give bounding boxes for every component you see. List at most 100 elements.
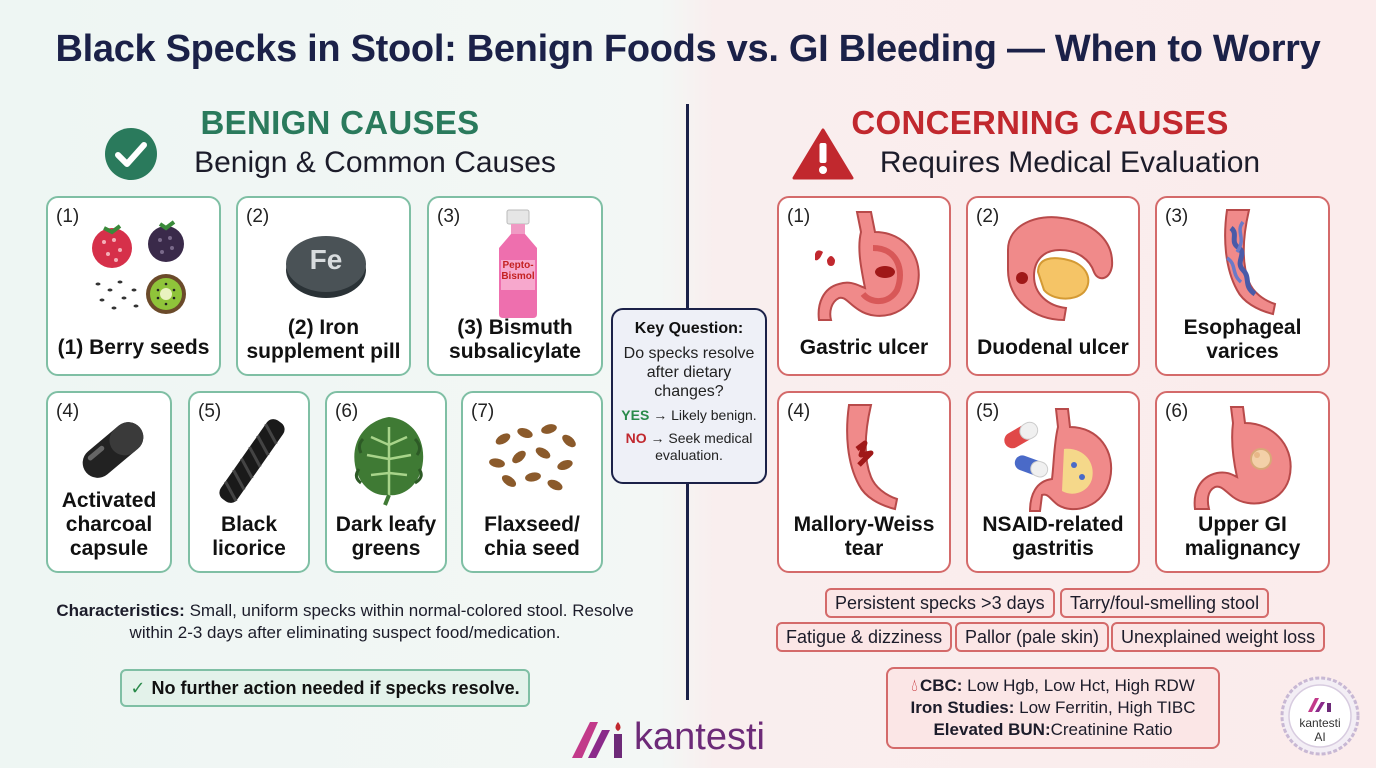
berries-icon bbox=[92, 220, 186, 314]
card-number: (5) bbox=[198, 401, 222, 422]
benign-card-charcoal: (4) Activated charcoal capsule bbox=[46, 391, 172, 573]
card-number: (6) bbox=[335, 401, 359, 422]
check-circle-icon bbox=[105, 128, 157, 180]
benign-card-flaxseed: (7) Flaxseed/ chia seed bbox=[461, 391, 603, 573]
key-question-no: NO → Seek medical evaluation. bbox=[613, 430, 765, 464]
lab-cbc-line: 💧︎CBC: Low Hgb, Low Hct, High RDW bbox=[888, 675, 1218, 697]
licorice-icon bbox=[219, 419, 285, 503]
card-label: Upper GI malignancy bbox=[1184, 513, 1301, 560]
concern-card-malignancy: (6) Upper GI malignancy bbox=[1155, 391, 1330, 573]
card-number: (2) bbox=[976, 206, 1000, 227]
cbc-label: CBC: bbox=[919, 676, 963, 695]
lab-findings-box: 💧︎CBC: Low Hgb, Low Hct, High RDW Iron S… bbox=[886, 667, 1220, 749]
ai-badge: kantesti AI bbox=[1280, 676, 1360, 756]
card-number: (7) bbox=[471, 401, 495, 422]
page-title: Black Specks in Stool: Benign Foods vs. … bbox=[55, 28, 1321, 70]
benign-card-licorice: (5) Black licorice bbox=[188, 391, 310, 573]
iron-text: Low Ferritin, High TIBC bbox=[1019, 698, 1196, 717]
card-number: (3) bbox=[437, 206, 461, 227]
characteristics-text: Characteristics: Small, uniform specks w… bbox=[40, 600, 650, 644]
characteristics-label: Characteristics: bbox=[56, 601, 185, 620]
esophagus-varices-icon bbox=[1224, 209, 1277, 316]
card-number: (2) bbox=[246, 206, 270, 227]
benign-card-bismuth: (3) Pepto-Bismol (3) Bismuth subsalicyla… bbox=[427, 196, 603, 376]
card-number: (6) bbox=[1165, 401, 1189, 422]
yes-label: YES bbox=[621, 407, 650, 423]
charcoal-capsule-icon bbox=[82, 422, 144, 478]
card-label: Black licorice bbox=[212, 513, 286, 560]
concerning-subtitle: Requires Medical Evaluation bbox=[879, 146, 1261, 179]
pill-text: Fe bbox=[309, 244, 343, 275]
symptom-tag: Pallor (pale skin) bbox=[955, 622, 1110, 652]
benign-title: BENIGN CAUSES bbox=[200, 104, 480, 141]
card-label: Activated charcoal capsule bbox=[61, 489, 157, 560]
iron-pill-icon bbox=[286, 236, 366, 298]
characteristics-body: Small, uniform specks within normal-colo… bbox=[129, 601, 634, 642]
benign-card-leafy-greens: (6) Dark leafy greens bbox=[325, 391, 447, 573]
bun-label: Elevated BUN: bbox=[933, 720, 1051, 739]
key-question-title: Key Question: bbox=[634, 320, 744, 337]
no-action-banner: ✓No further action needed if specks reso… bbox=[120, 669, 530, 707]
warning-triangle-icon bbox=[792, 128, 854, 180]
card-number: (4) bbox=[787, 401, 811, 422]
brand-logo: kantesti bbox=[570, 716, 820, 762]
card-label: (1) Berry seeds bbox=[57, 336, 210, 359]
stomach-tumor-icon bbox=[1193, 406, 1292, 510]
card-label: Flaxseed/ chia seed bbox=[484, 513, 580, 560]
card-number: (5) bbox=[976, 401, 1000, 422]
yes-text: → Likely benign. bbox=[653, 407, 757, 423]
iron-label: Iron Studies: bbox=[910, 698, 1015, 717]
cbc-text: Low Hgb, Low Hct, High RDW bbox=[967, 676, 1195, 695]
concern-card-duodenal-ulcer: (2) Duodenal ulcer bbox=[966, 196, 1140, 376]
bun-text: Creatinine Ratio bbox=[1050, 720, 1173, 739]
flaxseed-icon bbox=[489, 424, 576, 491]
no-text: → Seek medical evaluation. bbox=[650, 430, 753, 463]
no-label: NO bbox=[625, 430, 647, 446]
key-question-yes: YES → Likely benign. bbox=[613, 407, 765, 424]
concern-card-gastric-ulcer: (1) Gastric ulcer bbox=[777, 196, 951, 376]
concern-card-nsaid-gastritis: (5) NSAID-related gastritis bbox=[966, 391, 1140, 573]
concern-card-mallory-weiss: (4) Mallory-Weiss tear bbox=[777, 391, 951, 573]
lab-bun-line: Elevated BUN:Creatinine Ratio bbox=[888, 719, 1218, 741]
key-question-text: Do specks resolve after dietary changes? bbox=[623, 345, 755, 400]
brand-name: kantesti bbox=[634, 716, 765, 758]
symptom-tag: Persistent specks >3 days bbox=[825, 588, 1055, 618]
card-label: Gastric ulcer bbox=[799, 336, 929, 359]
brand-mark-icon bbox=[572, 722, 622, 758]
card-label: Dark leafy greens bbox=[335, 513, 437, 560]
concerning-heading: CONCERNING CAUSES Requires Medical Evalu… bbox=[790, 104, 1290, 180]
concerning-title: CONCERNING CAUSES bbox=[851, 104, 1229, 141]
card-label: Duodenal ulcer bbox=[977, 336, 1129, 359]
benign-heading: BENIGN CAUSES Benign & Common Causes bbox=[100, 104, 580, 180]
bottle-text: Pepto-Bismol bbox=[501, 260, 535, 282]
badge-line1: kantesti bbox=[1299, 716, 1341, 730]
lab-iron-line: Iron Studies: Low Ferritin, High TIBC bbox=[888, 697, 1218, 719]
nsaid-stomach-icon bbox=[1004, 408, 1113, 512]
benign-subtitle: Benign & Common Causes bbox=[194, 146, 556, 179]
badge-seal-icon bbox=[1280, 676, 1360, 756]
kale-leaf-icon bbox=[354, 417, 424, 506]
symptom-tag: Fatigue & dizziness bbox=[776, 622, 953, 652]
card-number: (1) bbox=[56, 206, 80, 227]
esophageal-tear-icon bbox=[846, 404, 899, 511]
checkmark-icon: ✓ bbox=[130, 678, 146, 698]
benign-card-berry-seeds: (1) (1) Berry seeds bbox=[46, 196, 221, 376]
card-label: (2) Iron supplement pill bbox=[246, 316, 401, 363]
blood-drop-icon: 💧︎ bbox=[911, 676, 918, 695]
card-number: (3) bbox=[1165, 206, 1189, 227]
card-label: (3) Bismuth subsalicylate bbox=[449, 316, 581, 363]
card-number: (4) bbox=[56, 401, 80, 422]
card-label: Esophageal varices bbox=[1183, 316, 1302, 363]
no-action-text: No further action needed if specks resol… bbox=[151, 678, 520, 698]
card-label: NSAID-related gastritis bbox=[982, 513, 1124, 560]
duodenum-icon bbox=[1007, 216, 1114, 322]
concern-card-varices: (3) Esophageal varices bbox=[1155, 196, 1330, 376]
benign-card-iron-pill: (2) Fe (2) Iron supplement pill bbox=[236, 196, 411, 376]
card-label: Mallory-Weiss tear bbox=[793, 513, 935, 560]
key-question-box: Key Question: Do specks resolve after di… bbox=[611, 308, 767, 484]
card-number: (1) bbox=[787, 206, 811, 227]
badge-line2: AI bbox=[1314, 730, 1326, 744]
bismuth-bottle-icon bbox=[499, 209, 537, 318]
symptom-tag: Unexplained weight loss bbox=[1111, 622, 1326, 652]
symptom-tag: Tarry/foul-smelling stool bbox=[1060, 588, 1270, 618]
